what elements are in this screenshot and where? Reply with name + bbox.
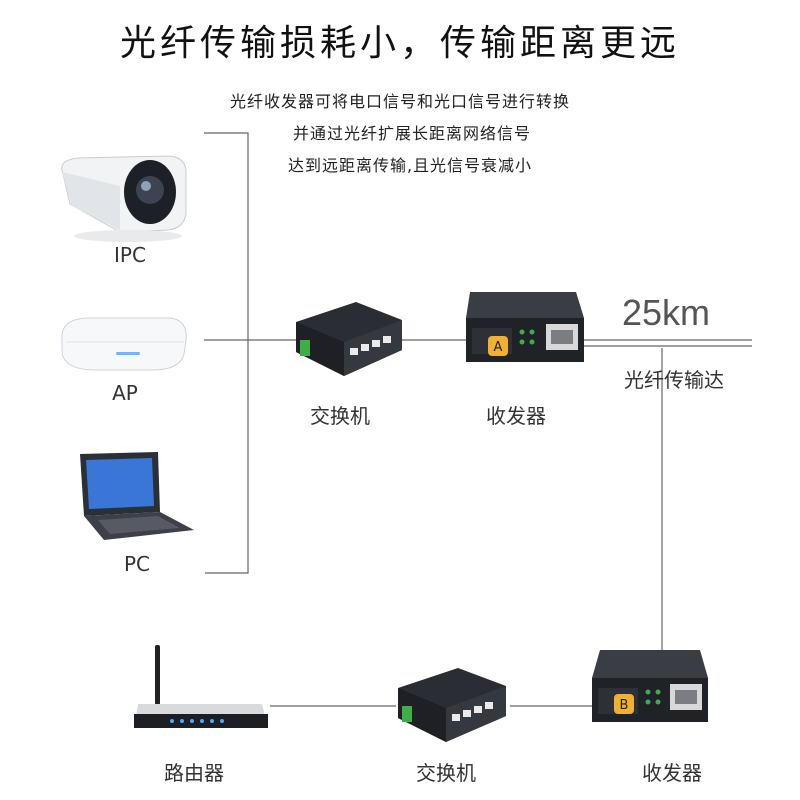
label-ipc: IPC (100, 243, 160, 267)
transceiver-bottom-mark: B (620, 698, 629, 713)
label-transceiver-bottom: 收发器 (622, 757, 722, 786)
label-pc: PC (107, 552, 167, 576)
bracket-line (204, 133, 248, 573)
switch-bottom-icon (398, 668, 506, 742)
switch-top-icon (296, 302, 402, 376)
fiber-distance: 25km (622, 292, 710, 334)
label-switch-bottom: 交换机 (396, 757, 496, 786)
laptop-icon (80, 452, 194, 540)
ipc-camera-icon (62, 156, 186, 242)
label-router: 路由器 (144, 757, 244, 786)
transceiver-bottom-icon: B (592, 650, 708, 722)
transceiver-top-icon: A (466, 292, 584, 362)
router-icon (134, 645, 268, 728)
label-switch-top: 交换机 (290, 400, 390, 429)
label-ap: AP (95, 381, 155, 405)
transceiver-top-mark: A (494, 340, 503, 355)
ap-icon (62, 318, 186, 370)
fiber-caption: 光纤传输达 (604, 364, 744, 393)
label-transceiver-top: 收发器 (466, 400, 566, 429)
